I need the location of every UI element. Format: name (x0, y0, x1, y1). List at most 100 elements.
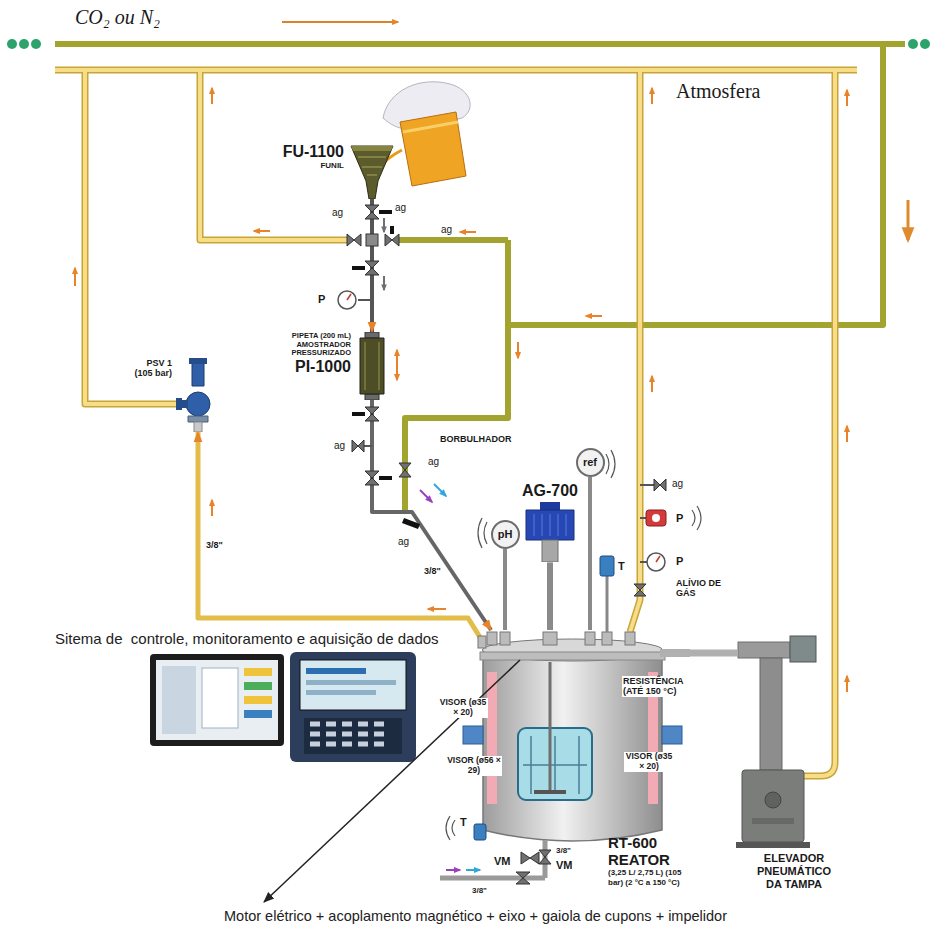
pressure-gauge (338, 291, 356, 309)
valve (385, 234, 399, 246)
valve-flange (188, 416, 208, 422)
transmitter-stem (640, 517, 646, 519)
flow-arrow (383, 276, 385, 290)
flow-arrow (428, 608, 446, 610)
pipe-size: 3/8" (472, 886, 487, 895)
lid-arm (660, 649, 690, 657)
screen-bar (244, 710, 272, 718)
gauge-needle (347, 294, 351, 300)
heater-label: RESISTÊNCIA (ATÉ 150 °C) (622, 676, 688, 697)
shaft (549, 662, 552, 792)
screen-panel (162, 666, 196, 734)
impeller (534, 790, 566, 794)
sight-glass-label: VISOR (ø35 × 20) (624, 752, 674, 772)
wireless-signal (478, 518, 487, 548)
sensors (446, 450, 701, 840)
screen-bar (306, 680, 396, 685)
pipe-size: 3/8" (206, 540, 223, 550)
flow-arrows (75, 22, 908, 870)
pressure-transmitter (646, 510, 666, 526)
wireless-signal (606, 450, 615, 478)
flow-arrow (383, 218, 385, 232)
temperature-transmitter (600, 556, 614, 576)
vent-lines (55, 70, 857, 776)
node-label: pH (498, 528, 513, 541)
beaker-liquid-surface (403, 122, 458, 132)
cabinet-detail (752, 818, 794, 824)
vent-pipe (55, 70, 857, 776)
flow-arrow (254, 230, 270, 232)
pressure-gauge-tag: P (676, 555, 683, 568)
valve (365, 205, 379, 219)
sight-glass (463, 726, 483, 744)
node-label: PI-1000 (295, 358, 351, 376)
nozzle (543, 632, 557, 645)
atmosphere-label: Atmosfera (676, 80, 760, 103)
node-label: FUNIL (320, 161, 344, 170)
node-label: (105 bar) (134, 368, 172, 378)
node-label: PIPETA (200 mL) AMOSTRADOR PRESSURIZADO (285, 332, 351, 358)
valve-tag: ag (332, 207, 343, 219)
pressure-gauge (647, 553, 665, 571)
controller-screen (300, 660, 406, 710)
valve-tag: ag (441, 224, 452, 236)
screen-bar (306, 690, 376, 695)
central-sight-glass (518, 728, 592, 800)
nozzle (602, 632, 612, 645)
pipette-mesh (365, 342, 379, 390)
temperature-transmitter (474, 824, 486, 840)
valve-handle (402, 518, 420, 529)
valve-body (186, 392, 210, 416)
sight-glass (662, 726, 682, 744)
line-end-dot (908, 39, 918, 49)
lid-flange (480, 652, 665, 660)
motor-symbol (520, 500, 580, 562)
node-label: ELEVADOR PNEUMÁTICO DA TAMPA (754, 852, 834, 892)
temperature-tag: T (618, 560, 625, 573)
agitator-shaft (547, 562, 553, 630)
nozzle (625, 632, 635, 645)
node-label: (3,25 L/ 2,75 L) (105 bar) (2 °C a 150 °… (608, 868, 688, 888)
beaker (400, 112, 466, 186)
nozzle (585, 632, 595, 645)
valve-tag: ag (398, 536, 409, 548)
probe-rod (503, 549, 507, 630)
lid-elevator-drawing (660, 636, 816, 848)
flow-arrow (846, 90, 848, 106)
gas-relief-label: ALÍVIO DE GÁS (676, 578, 722, 599)
relief-valve (634, 584, 646, 596)
valve (365, 471, 379, 485)
pressure-transmitter-tag: P (676, 512, 683, 525)
funnel-rim (351, 146, 393, 151)
valve-bonnet (192, 362, 204, 386)
sampler-node: PIPETA (200 mL) AMOSTRADOR PRESSURIZADOP… (285, 332, 389, 400)
valve-tag: ag (395, 202, 406, 214)
flow-arrow (446, 869, 460, 871)
valve-handle (390, 226, 394, 234)
gauge-stem (640, 561, 647, 563)
tee-fitting (366, 234, 378, 246)
reactor-label-block: RT-600 REATOR(3,25 L/ 2,75 L) (105 bar) … (608, 835, 688, 888)
wireless-signal (692, 506, 701, 530)
probe-rod (588, 477, 592, 630)
flow-arrow (282, 21, 398, 23)
funnel-node: FU-1100FUNIL (283, 143, 396, 199)
ph-probe: pH (491, 520, 520, 549)
valve-tag: ag (428, 456, 439, 468)
flow-arrow (74, 268, 76, 286)
control-screens (150, 652, 416, 762)
node-label: AG-700 (522, 482, 578, 500)
bubbler-label: BORBULHADOR (440, 434, 512, 444)
pressure-gauge-tag: P (318, 293, 325, 306)
valve (347, 234, 361, 246)
node-label: PSV 1 (146, 358, 172, 368)
screen-bar (244, 696, 272, 704)
flow-arrow (396, 350, 398, 380)
line-end-dot (7, 39, 17, 49)
valve-handle (379, 476, 392, 480)
cooling-fins (534, 514, 566, 536)
valve-cap (189, 358, 207, 364)
label-column: FU-1100FUNIL (283, 143, 348, 171)
